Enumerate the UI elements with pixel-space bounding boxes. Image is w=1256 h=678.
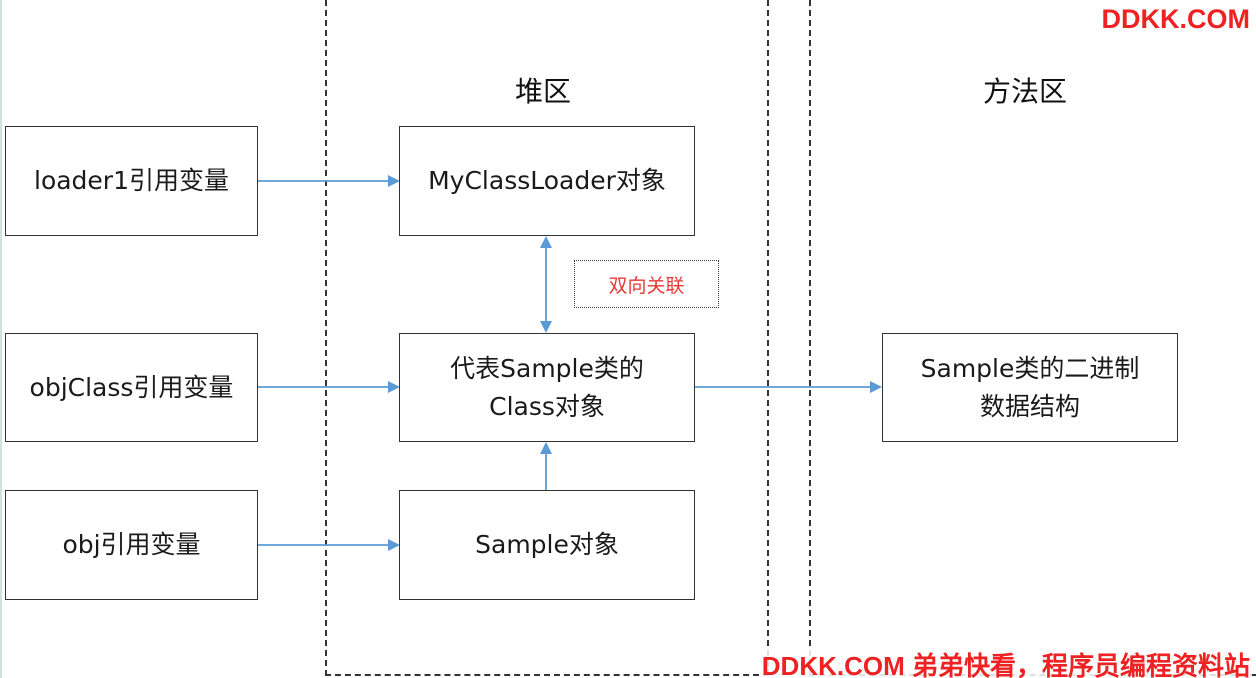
obj-reference-box: obj引用变量 (5, 490, 258, 600)
binary-data-structure-box: Sample类的二进制 数据结构 (882, 333, 1178, 442)
sample-object-box: Sample对象 (399, 490, 695, 600)
objclass-reference-label: objClass引用变量 (29, 372, 234, 402)
myclassloader-object-label: MyClassLoader对象 (428, 166, 666, 195)
binary-data-label-line1: Sample类的二进制 (920, 353, 1140, 383)
class-object-box: 代表Sample类的 Class对象 (399, 333, 695, 442)
obj-reference-label: obj引用变量 (62, 530, 201, 559)
myclassloader-object-box: MyClassLoader对象 (399, 126, 695, 236)
method-area-title: 方法区 (983, 75, 1068, 108)
objclass-reference-box: objClass引用变量 (5, 333, 258, 442)
binary-data-label-line2: 数据结构 (979, 391, 1080, 421)
bidirectional-association-label: 双向关联 (608, 274, 685, 297)
page-left-edge (0, 0, 2, 678)
loader1-reference-box: loader1引用变量 (5, 126, 258, 236)
loader1-reference-label: loader1引用变量 (34, 166, 229, 195)
watermark-bottom: DDKK.COM 弟弟快看，程序员编程资料站 (759, 646, 1252, 678)
heap-region-title: 堆区 (515, 75, 572, 108)
class-object-label-line1: 代表Sample类的 (450, 353, 644, 383)
class-object-label-line2: Class对象 (489, 391, 605, 421)
heap-region (325, 0, 769, 676)
watermark-top: DDKK.COM (1101, 4, 1251, 34)
bidirectional-association-note: 双向关联 (574, 260, 719, 308)
sample-object-label: Sample对象 (475, 530, 619, 559)
